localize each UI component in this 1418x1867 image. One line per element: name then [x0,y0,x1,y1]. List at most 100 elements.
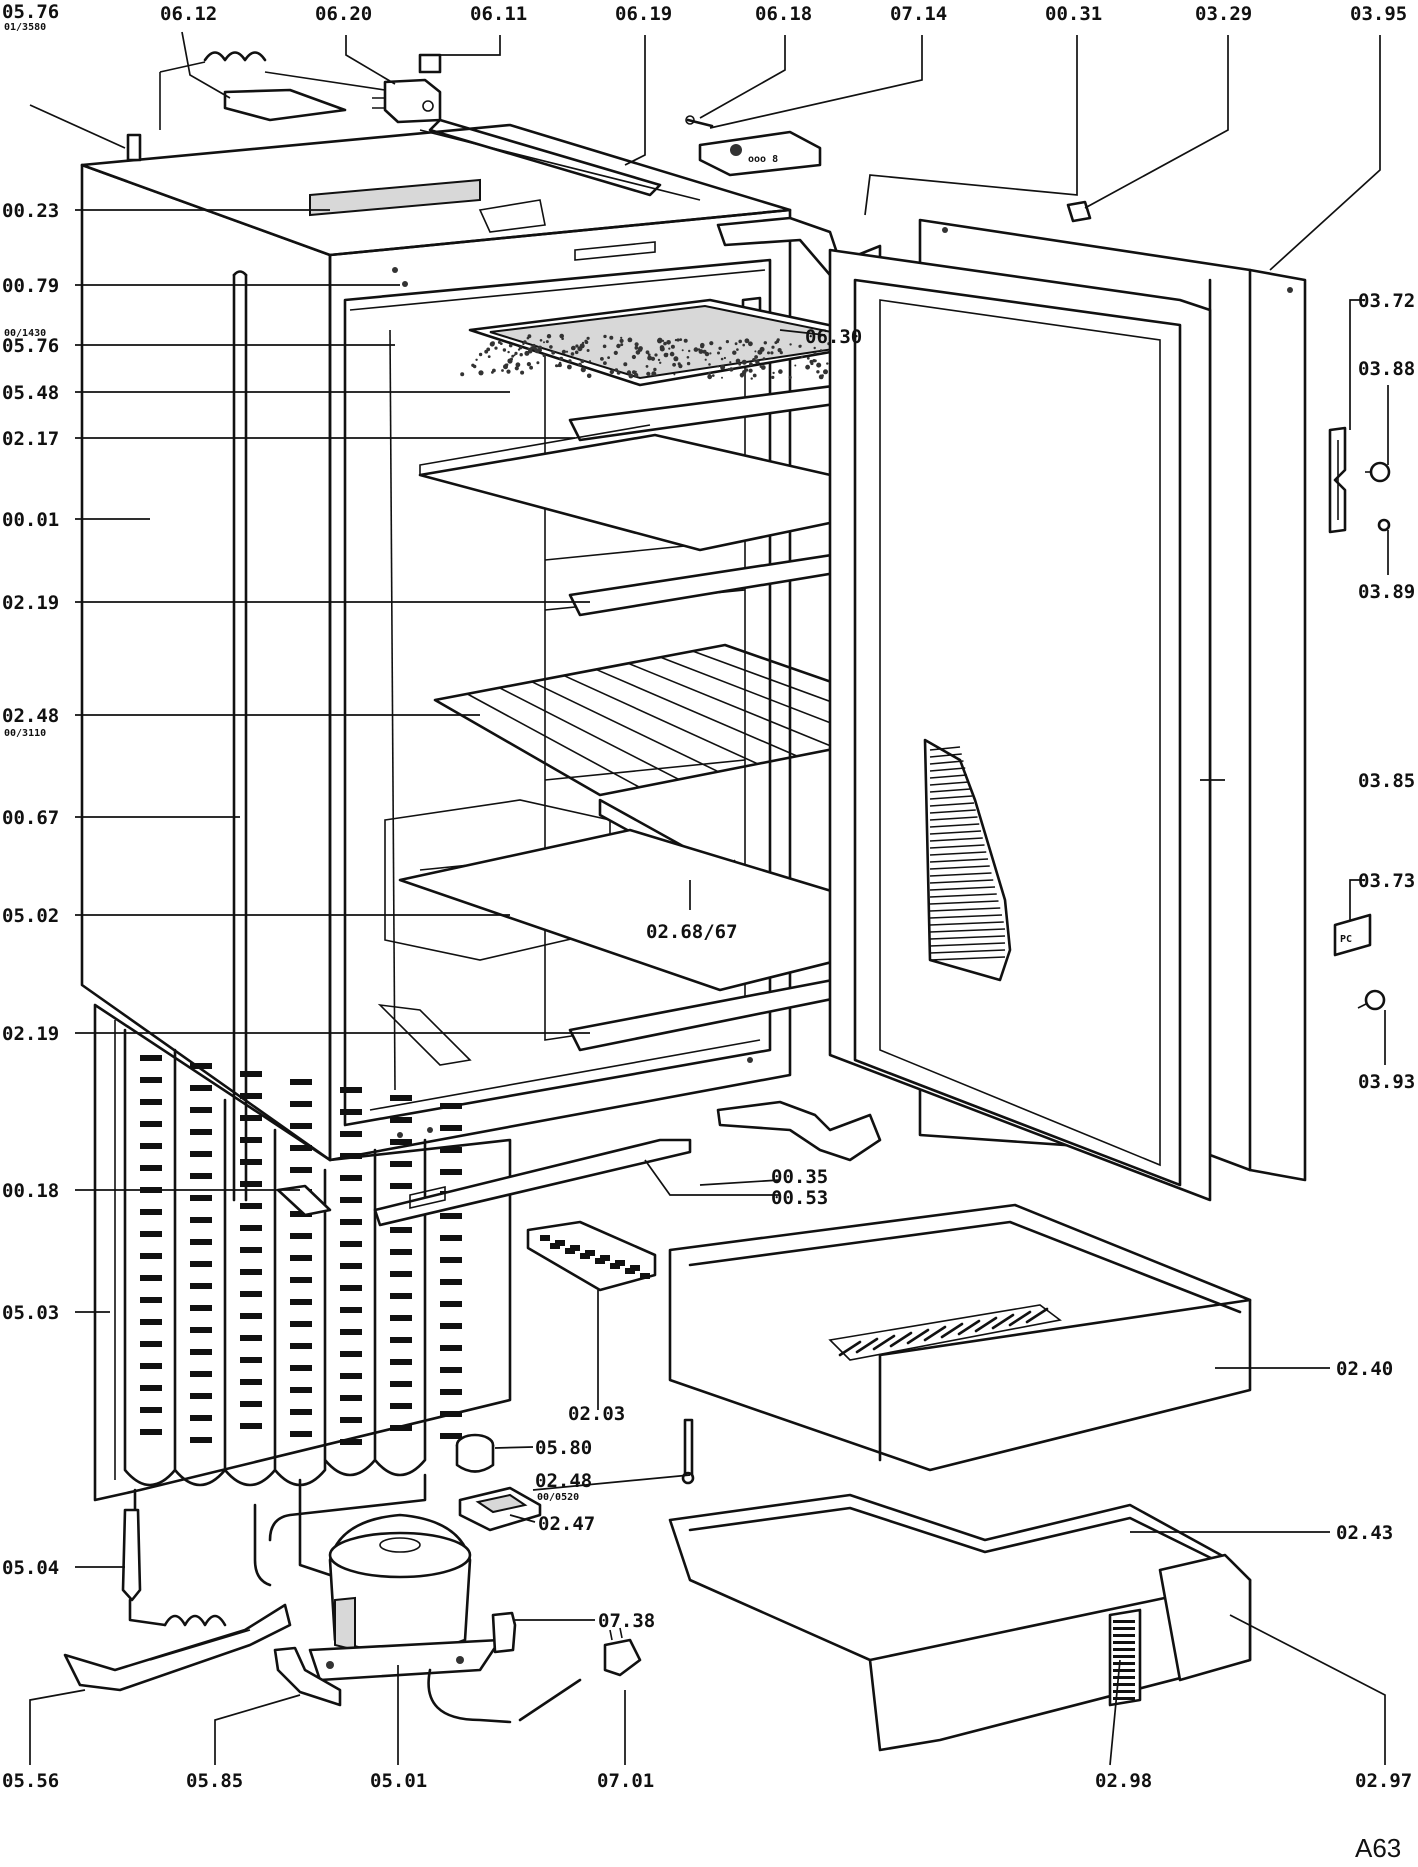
hatch-line [929,844,985,849]
svg-text:ooo 8: ooo 8 [748,154,778,165]
speckle [522,342,525,346]
part-05-80 [455,1433,495,1473]
grille-slot [290,1277,312,1283]
grille-slot [340,1087,362,1093]
speckle [813,351,817,355]
label-07-01: 07.01 [597,1770,654,1792]
speckle [664,353,669,358]
grille-slot [190,1393,212,1399]
speckle [494,346,498,350]
hatch-line [929,809,976,814]
speckle [575,344,579,348]
speckle [542,353,546,358]
speckle [668,347,671,350]
speckle [578,362,582,367]
grille-slot [290,1123,312,1129]
speckle [729,361,732,364]
sublabel-05-76-top: 01/3580 [4,22,46,33]
speckle [709,352,712,355]
speckle [723,356,727,360]
speckle [549,345,553,349]
ice-tray [526,1220,657,1292]
grille-slot [390,1293,412,1299]
label-02-17: 02.17 [2,428,59,450]
label-00-35: 00.35 [771,1166,828,1188]
speckle [742,343,745,347]
speckle [647,355,652,361]
speckle [567,364,572,370]
grille-slot [390,1249,412,1255]
speckle [789,343,792,346]
speckle [674,338,678,342]
grille-slot [290,1365,312,1371]
speckle [491,371,494,374]
grille-slot [340,1395,362,1401]
ice-cell [580,1253,590,1259]
ice-cell [640,1273,650,1279]
grille-slot [190,1107,212,1113]
speckle [805,364,810,370]
speckle [676,338,680,342]
speckle [514,351,518,355]
label-06-18: 06.18 [755,3,812,25]
vent-slot [1113,1697,1135,1700]
speckle [513,354,516,357]
speckle [820,349,822,352]
speckle [732,350,737,355]
grille-slot [290,1167,312,1173]
ice-cell [565,1248,575,1254]
vent-slot [1113,1662,1135,1665]
grille-slot [440,1411,462,1417]
label-05-01: 05.01 [370,1770,427,1792]
plug-07-01 [603,1627,642,1677]
speckle [478,370,484,376]
speckle [613,350,618,355]
bracket-05-56 [63,1603,292,1692]
speckle [748,368,753,373]
grille-slot [440,1345,462,1351]
grille-slot [240,1137,262,1143]
label-03-89: 03.89 [1358,581,1415,603]
speckle [489,341,495,347]
grille-slot [140,1055,162,1061]
hatch-line [929,949,1006,954]
label-02-48-mid: 02.48 [535,1470,592,1492]
label-05-56: 05.56 [2,1770,59,1792]
hatch-line [929,830,982,835]
ice-cell [550,1243,560,1249]
grille-slot [340,1175,362,1181]
label-03-72: 03.72 [1358,290,1415,312]
hatch-line [929,907,1001,912]
speckle [499,342,503,345]
label-06-11: 06.11 [470,3,527,25]
grille-slot [140,1143,162,1149]
speckle [707,374,713,380]
grille-slot [440,1125,462,1131]
grille-slot [140,1253,162,1259]
speckle [569,359,572,363]
hatch-line [929,788,971,793]
label-00-79: 00.79 [2,275,59,297]
grille-slot [290,1255,312,1261]
speckle [771,345,775,349]
speckle [670,344,675,349]
label-06-20: 06.20 [315,3,372,25]
vent-slot [1113,1627,1135,1630]
speckle [603,361,607,365]
speckle [718,346,722,350]
dryer-05-04 [121,1508,227,1627]
speckle [539,339,543,342]
corner-code: A63 [1355,1833,1401,1863]
speckle [527,347,530,350]
speckle [561,337,564,341]
label-02-40: 02.40 [1336,1358,1393,1380]
speckle [683,338,688,343]
speckle [744,338,750,344]
speckle [772,371,775,375]
grille-slot [240,1247,262,1253]
label-05-04: 05.04 [2,1557,59,1579]
speckle [704,358,707,361]
speckle [654,353,658,357]
grille-slot [290,1145,312,1151]
